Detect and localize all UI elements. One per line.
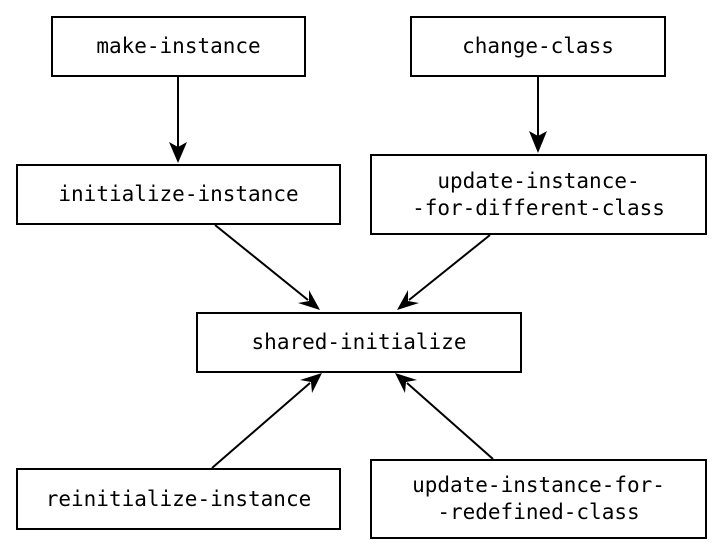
arrowhead-shared-initialize-top-right <box>397 290 419 310</box>
node-reinitialize-instance: reinitialize-instance <box>16 468 341 530</box>
arrowhead-shared-initialize-bottom-left <box>300 373 322 393</box>
node-initialize-instance: initialize-instance <box>16 164 341 225</box>
node-shared-initialize: shared-initialize <box>196 312 522 373</box>
node-update-instance-for-redefined-class: update-instance-for- -redefined-class <box>370 459 707 539</box>
arrowhead-shared-initialize-bottom-right <box>395 373 417 393</box>
edge-initialize-instance-to-shared-initialize <box>214 224 309 301</box>
arrowhead-initialize-instance <box>169 142 187 163</box>
node-make-instance: make-instance <box>51 16 306 77</box>
arrowhead-update-instance-for-different-class <box>529 131 547 153</box>
edge-update-instance-for-redefined-class-to-shared-initialize <box>406 382 494 460</box>
arrowhead-shared-initialize-top-left <box>298 290 320 310</box>
node-change-class: change-class <box>410 16 666 77</box>
edge-reinitialize-instance-to-shared-initialize <box>211 382 311 469</box>
edge-update-instance-for-different-class-to-shared-initialize <box>408 234 491 301</box>
node-update-instance-for-different-class: update-instance- -for-different-class <box>370 154 707 235</box>
